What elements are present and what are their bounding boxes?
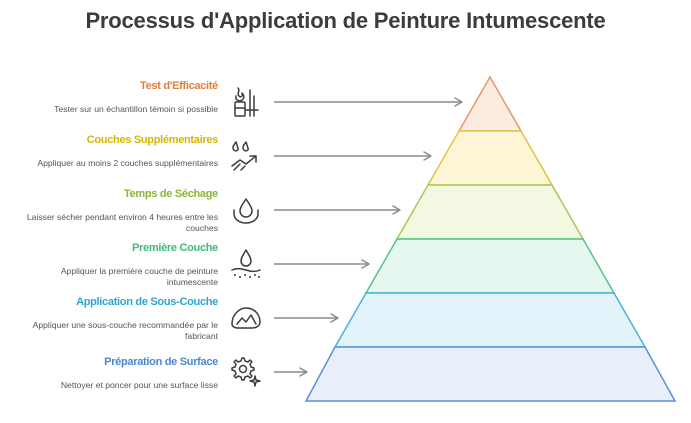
step-title-couches-supplementaires: Couches Supplémentaires [86,134,219,146]
diagram-title: Processus d'Application de Peinture Intu… [85,8,606,33]
pyramid-level-sous-couche [333,292,647,348]
step-title-preparation-surface: Préparation de Surface [104,356,218,368]
pyramid-level-preparation-surface [304,346,677,402]
pyramid-level-premiere-couche [364,238,616,294]
drop-in-bowl-icon [233,198,259,224]
step-desc-couches-supplementaires: Appliquer au moins 2 couches supplémenta… [37,158,218,168]
step-desc-temps-sechage: Laisser sécher pendant environ 4 heures … [26,212,218,233]
drops-trend-icon [231,141,257,171]
step-desc-preparation-surface: Nettoyer et poncer pour une surface liss… [60,380,218,390]
step-desc-premiere-couche: Appliquer la première couche de peinture… [60,266,218,287]
step-desc-sous-couche: Appliquer une sous-couche recommandée pa… [32,320,218,341]
fire-flask-icon [234,87,259,117]
step-desc-test-efficacite: Tester sur un échantillon témoin si poss… [54,104,218,114]
step-title-sous-couche: Application de Sous-Couche [76,296,218,308]
step-title-temps-sechage: Temps de Séchage [123,188,218,200]
step-title-premiere-couche: Première Couche [132,242,218,254]
drop-on-surface-icon [231,249,261,278]
step-title-test-efficacite: Test d'Efficacité [139,80,218,92]
rough-surface-icon [231,307,261,329]
pyramid-level-couches-supplementaires [426,130,554,186]
pyramid-level-temps-sechage [395,184,585,240]
gear-sparkle-icon [231,357,261,387]
pyramid-level-test-efficacite [457,75,523,132]
